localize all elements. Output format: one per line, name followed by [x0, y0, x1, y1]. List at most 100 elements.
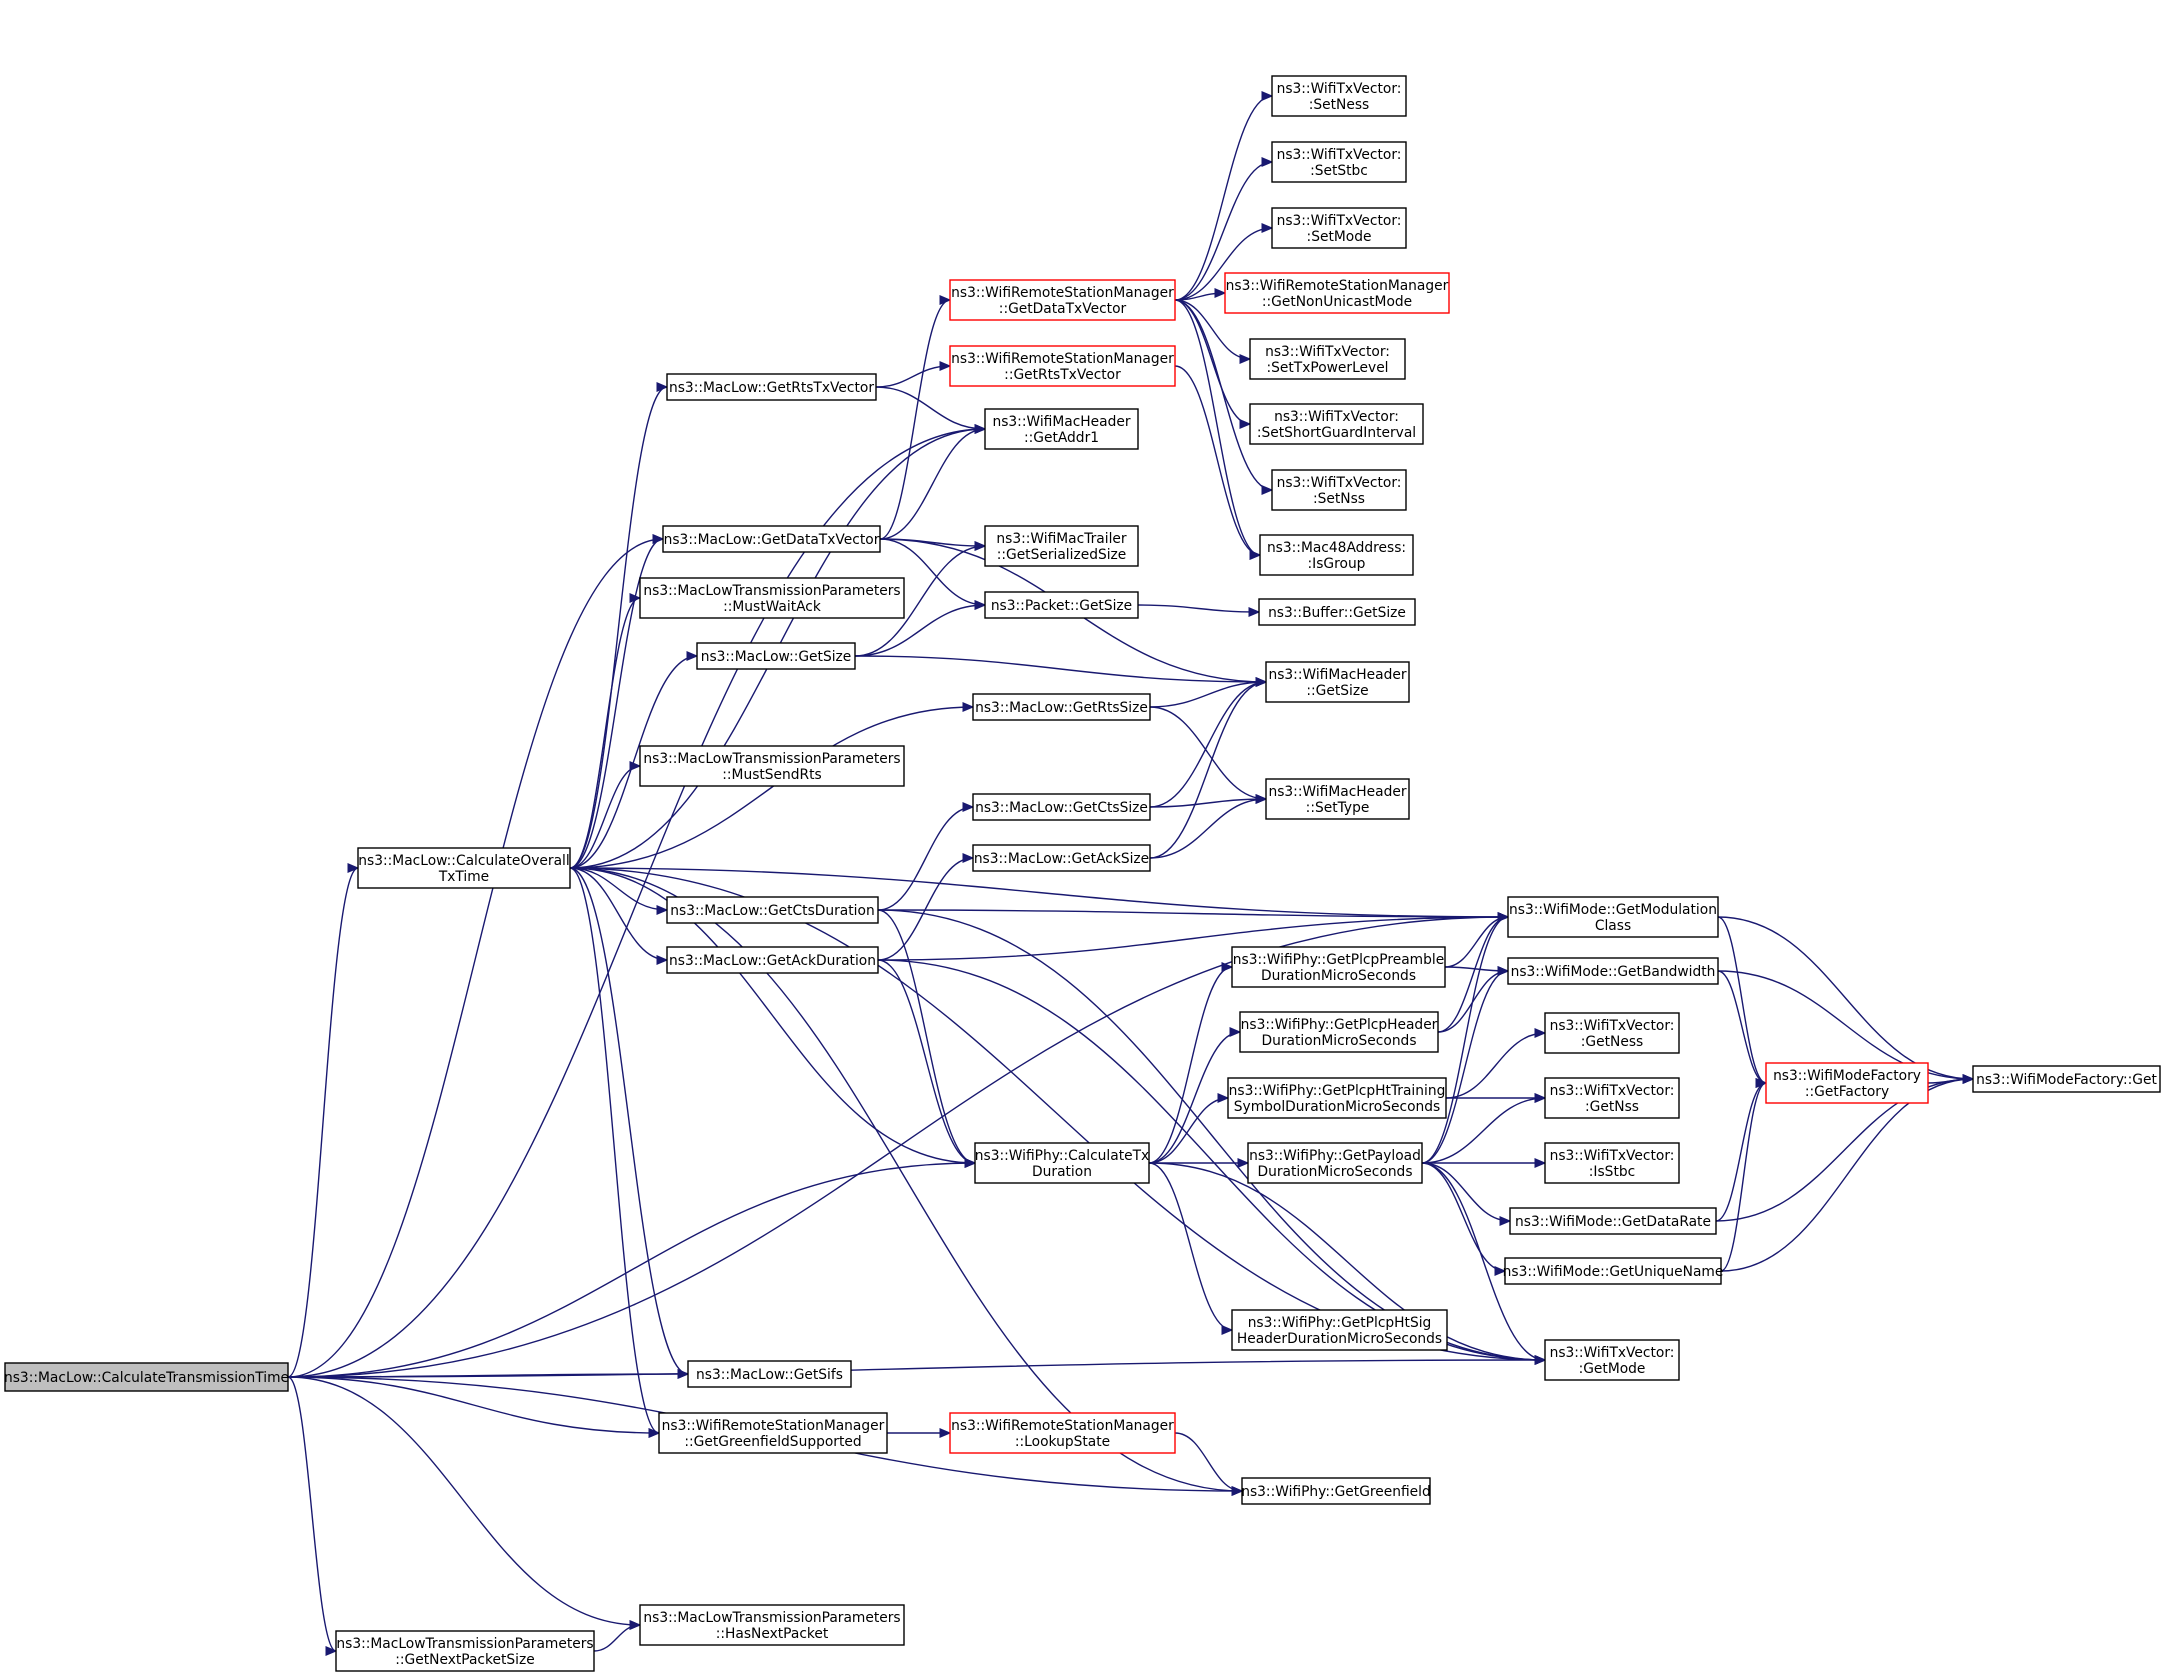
node-ns3-wifiphy-getgreenfield[interactable]: ns3::WifiPhy::GetGreenfield — [1241, 1477, 1431, 1505]
node-label-line: ns3::WifiRemoteStationManager — [662, 1418, 885, 1434]
call-edge-calc-tx-time-to-hdr-get-addr1 — [287, 428, 986, 1378]
node-label-line: ns3::WifiTxVector: — [1277, 213, 1402, 229]
node-ns3-wifitxvector-getmode[interactable]: ns3::WifiTxVector::GetMode — [1544, 1339, 1680, 1381]
node-label-line: ns3::WifiMacTrailer — [996, 531, 1126, 547]
node-ns3-wifimactrailer-getserializedsize[interactable]: ns3::WifiMacTrailer::GetSerializedSize — [984, 525, 1139, 567]
node-ns3-wifiremotestationmanager-getdatatxvector[interactable]: ns3::WifiRemoteStationManager::GetDataTx… — [949, 279, 1176, 321]
node-ns3-wifitxvector-setnss[interactable]: ns3::WifiTxVector::SetNss — [1271, 469, 1407, 511]
node-ns3-maclow-getackduration[interactable]: ns3::MacLow::GetAckDuration — [666, 946, 879, 974]
arrowhead — [656, 905, 669, 915]
node-ns3-maclow-getctssize[interactable]: ns3::MacLow::GetCtsSize — [972, 793, 1151, 821]
node-label-line: Duration — [1032, 1164, 1092, 1180]
node-ns3-wifiphy-getpayloaddurationmicroseconds[interactable]: ns3::WifiPhy::GetPayloadDurationMicroSec… — [1247, 1142, 1423, 1184]
node-ns3-wifitxvector-settxpowerlevel[interactable]: ns3::WifiTxVector::SetTxPowerLevel — [1249, 338, 1406, 380]
call-edge-mode-get-bandwidth-to-modefactory-get — [1717, 970, 1974, 1080]
node-label-line: ns3::MacLow::GetCtsDuration — [670, 903, 874, 919]
node-ns3-maclow-getrtstxvector[interactable]: ns3::MacLow::GetRtsTxVector — [666, 373, 877, 401]
node-ns3-wifimacheader-getsize[interactable]: ns3::WifiMacHeader::GetSize — [1265, 661, 1410, 703]
node-ns3-maclowtransmissionparameters-getnextpacketsize[interactable]: ns3::MacLowTransmissionParameters::GetNe… — [335, 1630, 595, 1672]
node-ns3-wifiremotestationmanager-getrtstxvector[interactable]: ns3::WifiRemoteStationManager::GetRtsTxV… — [949, 345, 1176, 387]
node-label-line: ::LookupState — [1015, 1434, 1110, 1450]
arrowhead — [1499, 1216, 1512, 1226]
node-ns3-mac48address-isgroup[interactable]: ns3::Mac48Address::IsGroup — [1259, 534, 1414, 576]
call-edge-get-rts-size-to-hdr-getsize — [1149, 681, 1267, 708]
node-ns3-maclow-getctsduration[interactable]: ns3::MacLow::GetCtsDuration — [666, 896, 879, 924]
node-ns3-maclowtransmissionparameters-hasnextpacket[interactable]: ns3::MacLowTransmissionParameters::HasNe… — [639, 1604, 905, 1646]
node-label-line: :SetNess — [1309, 97, 1370, 113]
node-ns3-maclow-getsize[interactable]: ns3::MacLow::GetSize — [696, 642, 856, 670]
node-ns3-maclow-calculatetransmissiontime[interactable]: ns3::MacLow::CalculateTransmissionTime — [4, 1362, 289, 1392]
call-edge-rsm-get-data-txvector-to-txv-set-sgi — [1174, 299, 1251, 425]
node-ns3-wifitxvector-setshortguardinterval[interactable]: ns3::WifiTxVector::SetShortGuardInterval — [1249, 403, 1424, 445]
node-box — [666, 896, 879, 924]
call-edge-get-cts-duration-to-phy-calc-tx-duration — [877, 909, 976, 1164]
node-ns3-wifimodefactory-getfactory[interactable]: ns3::WifiModeFactory::GetFactory — [1765, 1062, 1929, 1104]
node-ns3-buffer-getsize[interactable]: ns3::Buffer::GetSize — [1258, 598, 1416, 626]
arrowhead — [1534, 1355, 1547, 1365]
call-edge-get-cts-duration-to-get-cts-size — [877, 806, 974, 911]
node-label-line: ::HasNextPacket — [716, 1626, 829, 1642]
arrowhead — [1249, 550, 1262, 560]
node-ns3-wifitxvector-setstbc[interactable]: ns3::WifiTxVector::SetStbc — [1271, 141, 1407, 183]
node-ns3-wifiremotestationmanager-lookupstate[interactable]: ns3::WifiRemoteStationManager::LookupSta… — [949, 1412, 1176, 1454]
node-box — [1247, 1142, 1423, 1184]
node-box — [1972, 1065, 2161, 1093]
node-label-line: ns3::MacLow::GetRtsSize — [975, 700, 1148, 716]
node-box — [1544, 1077, 1680, 1119]
node-ns3-wifimode-getbandwidth[interactable]: ns3::WifiMode::GetBandwidth — [1507, 957, 1719, 985]
node-ns3-wifiphy-getplcpheaderdurationmicroseconds[interactable]: ns3::WifiPhy::GetPlcpHeaderDurationMicro… — [1239, 1011, 1439, 1053]
call-edge-calc-tx-time-to-has-next-packet — [287, 1376, 641, 1626]
call-edge-get-cts-size-to-hdr-settype — [1149, 798, 1267, 808]
node-ns3-wifimodefactory-get[interactable]: ns3::WifiModeFactory::Get — [1972, 1065, 2161, 1093]
node-ns3-wifitxvector-isstbc[interactable]: ns3::WifiTxVector::IsStbc — [1544, 1142, 1680, 1184]
node-label-line: :SetMode — [1307, 229, 1372, 245]
arrowhead — [1229, 1027, 1242, 1037]
call-edge-calc-overall-to-mode-get-modclass — [569, 867, 1509, 918]
node-label-line: :SetShortGuardInterval — [1257, 425, 1416, 441]
node-ns3-wifiphy-getplcppreambledurationmicroseconds[interactable]: ns3::WifiPhy::GetPlcpPreambleDurationMic… — [1231, 946, 1446, 988]
node-ns3-maclow-getsifs[interactable]: ns3::MacLow::GetSifs — [687, 1360, 852, 1388]
call-edge-calc-overall-to-phy-calc-tx-duration — [569, 867, 976, 1164]
node-ns3-maclow-getdatatxvector[interactable]: ns3::MacLow::GetDataTxVector — [662, 525, 881, 553]
node-ns3-wifiremotestationmanager-getgreenfieldsupported[interactable]: ns3::WifiRemoteStationManager::GetGreenf… — [658, 1412, 888, 1454]
call-edge-mode-get-datarate-to-modefactory-get — [1715, 1078, 1974, 1222]
node-label-line: ns3::MacLow::GetSifs — [696, 1367, 843, 1383]
node-ns3-packet-getsize[interactable]: ns3::Packet::GetSize — [984, 591, 1139, 619]
node-label-line: ns3::WifiRemoteStationManager — [951, 285, 1174, 301]
node-box — [1271, 207, 1407, 249]
call-edge-rsm-get-data-txvector-to-txv-set-ness — [1174, 95, 1273, 301]
node-ns3-maclow-getacksize[interactable]: ns3::MacLow::GetAckSize — [972, 844, 1151, 872]
node-ns3-maclowtransmissionparameters-mustwaitack[interactable]: ns3::MacLowTransmissionParameters::MustW… — [639, 577, 905, 619]
node-label-line: ns3::WifiTxVector: — [1550, 1083, 1675, 1099]
node-ns3-wifiremotestationmanager-getnonunicastmode[interactable]: ns3::WifiRemoteStationManager::GetNonUni… — [1224, 272, 1450, 314]
node-ns3-maclow-getrtssize[interactable]: ns3::MacLow::GetRtsSize — [972, 693, 1151, 721]
node-label-line: ::GetNonUnicastMode — [1262, 294, 1412, 310]
node-box — [1544, 1339, 1680, 1381]
node-label-line: ns3::MacLowTransmissionParameters — [643, 1610, 900, 1626]
node-label-line: ns3::WifiPhy::CalculateTx — [975, 1148, 1149, 1164]
call-edge-rsm-get-data-txvector-to-txv-set-stbc — [1174, 161, 1273, 301]
node-label-line: ns3::WifiMode::GetDataRate — [1515, 1214, 1711, 1230]
arrowhead — [1261, 485, 1274, 495]
arrowhead — [1497, 966, 1510, 976]
node-ns3-maclowtransmissionparameters-mustsendrts[interactable]: ns3::MacLowTransmissionParameters::MustS… — [639, 745, 905, 787]
node-box — [1544, 1142, 1680, 1184]
call-edge-mode-get-modclass-to-modefactory-get — [1717, 916, 1974, 1080]
node-ns3-wifimacheader-settype[interactable]: ns3::WifiMacHeader::SetType — [1265, 778, 1410, 820]
node-ns3-wifitxvector-setmode[interactable]: ns3::WifiTxVector::SetMode — [1271, 207, 1407, 249]
node-ns3-wifimacheader-getaddr1[interactable]: ns3::WifiMacHeader::GetAddr1 — [984, 408, 1139, 450]
node-ns3-wifitxvector-setness[interactable]: ns3::WifiTxVector::SetNess — [1271, 75, 1407, 117]
node-ns3-wifimode-getuniquename[interactable]: ns3::WifiMode::GetUniqueName — [1503, 1257, 1724, 1285]
node-ns3-wifiphy-getplcphttrainingsymboldurationmicroseconds[interactable]: ns3::WifiPhy::GetPlcpHtTrainingSymbolDur… — [1227, 1077, 1447, 1119]
node-ns3-wifitxvector-getness[interactable]: ns3::WifiTxVector::GetNess — [1544, 1012, 1680, 1054]
arrowhead — [648, 1428, 661, 1438]
arrowhead — [1494, 1266, 1507, 1276]
node-label-line: ns3::WifiTxVector: — [1550, 1018, 1675, 1034]
node-ns3-wifimode-getdatarate[interactable]: ns3::WifiMode::GetDataRate — [1509, 1207, 1717, 1235]
node-box — [662, 525, 881, 553]
node-ns3-wifitxvector-getnss[interactable]: ns3::WifiTxVector::GetNss — [1544, 1077, 1680, 1119]
node-ns3-wifiphy-getplcphtsigheaderdurationmicroseconds[interactable]: ns3::WifiPhy::GetPlcpHtSigHeaderDuration… — [1231, 1309, 1448, 1351]
